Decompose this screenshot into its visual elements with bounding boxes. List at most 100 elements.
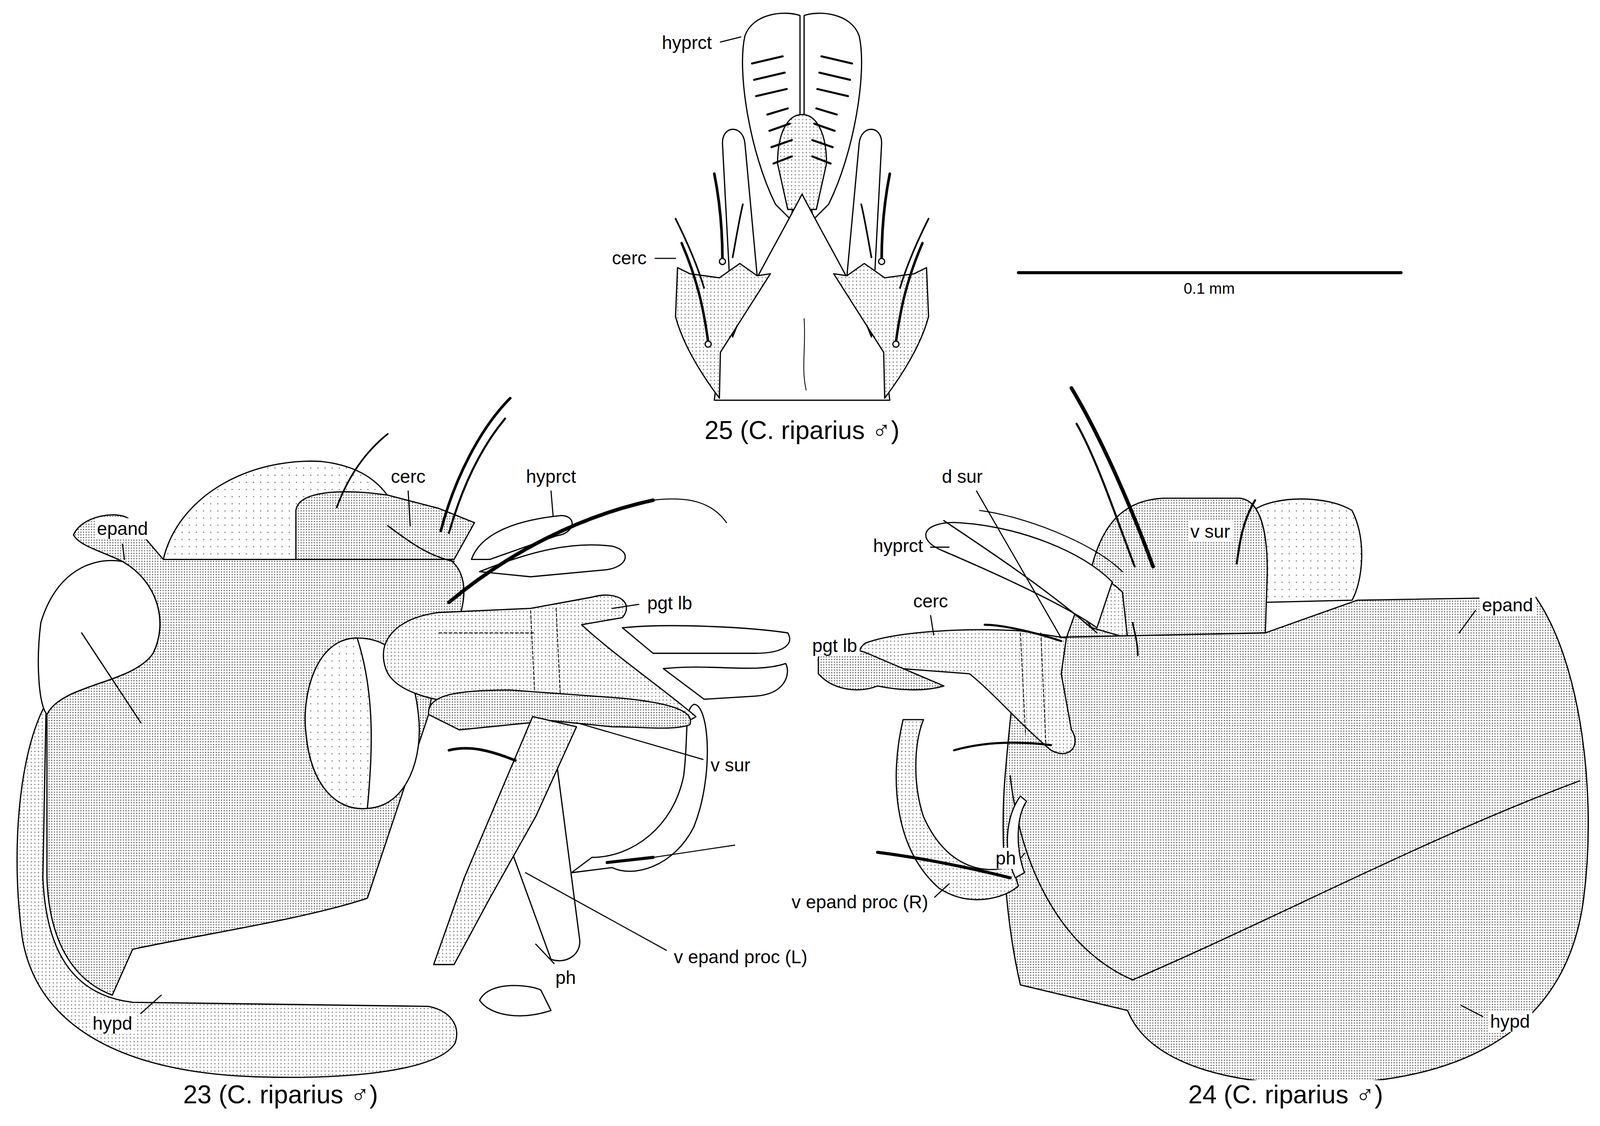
cercus — [675, 263, 771, 399]
part-label: hyprct — [870, 535, 926, 557]
window-line — [81, 632, 141, 723]
cercus — [295, 491, 475, 560]
part-label: cerc — [609, 247, 649, 269]
comb-bristles — [812, 56, 853, 164]
seta — [954, 742, 1052, 751]
part-label: pgt lb — [644, 592, 695, 614]
seta — [653, 844, 735, 858]
seta-socket — [892, 341, 899, 348]
part-label: hypd — [1487, 1010, 1533, 1033]
seta — [387, 525, 455, 562]
part-label: pgt lb — [809, 635, 860, 657]
part-label: ph — [993, 847, 1019, 869]
seta-socket — [878, 258, 885, 265]
scale-bar — [1018, 271, 1401, 275]
inner-window-shade — [305, 638, 372, 809]
dorsal-bulge — [1252, 499, 1362, 603]
inner-frame — [1010, 775, 1133, 980]
leader-line — [525, 872, 667, 951]
seta-socket — [719, 258, 726, 265]
dashed-outline — [1020, 632, 1046, 746]
leader-line — [930, 615, 934, 636]
leader-line — [576, 722, 704, 760]
leader-line — [612, 604, 639, 609]
part-label: cerc — [911, 590, 951, 612]
part-label: d sur — [939, 466, 985, 488]
seta — [714, 173, 723, 261]
hypoproct-edge — [979, 510, 1123, 572]
seta — [732, 204, 744, 258]
seta — [943, 520, 1097, 633]
seta — [1236, 500, 1255, 564]
part-label: v sur — [1188, 520, 1233, 543]
leader-line — [408, 491, 411, 526]
part-label: epand — [1479, 594, 1536, 616]
leader-line — [140, 995, 162, 1014]
cercus-left — [675, 129, 771, 399]
part-label: epand — [94, 518, 151, 540]
leader-line — [720, 37, 741, 43]
part-label: v epand proc (R) — [789, 891, 931, 913]
figure-25 — [675, 13, 929, 400]
epandrium-hypandrium — [1003, 597, 1589, 1084]
seta — [1132, 622, 1138, 656]
cercus — [833, 263, 929, 399]
leader-line — [122, 544, 125, 560]
seta — [899, 218, 929, 288]
lateral-window — [38, 560, 160, 715]
ventral-epandrial-process — [433, 716, 577, 965]
seta — [336, 433, 388, 508]
seta — [681, 243, 709, 343]
tergite-sternite-suture — [1132, 780, 1580, 980]
seta — [861, 204, 872, 258]
seta — [877, 852, 1011, 878]
figure-23 — [17, 398, 790, 1078]
leader-line — [1459, 610, 1476, 633]
seta — [1071, 388, 1154, 567]
seta — [448, 500, 654, 603]
leader-line — [934, 883, 949, 898]
hypoproct-lobe — [663, 663, 788, 700]
seta — [653, 499, 727, 523]
phallus-tip — [479, 985, 551, 1016]
seta — [448, 418, 506, 533]
gonocoxal-lobe — [859, 629, 1076, 754]
hypoproct-lobe — [622, 625, 790, 654]
part-label: v sur — [708, 754, 753, 776]
hypoproct-lobe — [479, 544, 626, 577]
seta — [895, 243, 923, 343]
seta — [448, 748, 516, 761]
hypoproct-lobe — [925, 522, 1113, 628]
part-label: v epand proc (L) — [671, 946, 810, 968]
leader-line — [550, 491, 553, 516]
leader-line — [930, 546, 949, 548]
part-label: hyprct — [523, 466, 579, 488]
part-label: ph — [553, 967, 579, 989]
part-label: hypd — [89, 1012, 135, 1035]
seta — [675, 218, 705, 288]
midline — [803, 318, 806, 390]
scale-label: 0.1 mm — [1181, 279, 1238, 298]
leader-line — [655, 257, 676, 260]
seta — [984, 624, 1062, 642]
leader-lines — [122, 37, 1483, 1017]
leader-line — [1021, 853, 1025, 858]
seta — [881, 173, 890, 261]
figure-caption: 23 (C. riparius ♂) — [180, 1080, 381, 1110]
comb-bristles — [752, 56, 793, 164]
figure-caption: 24 (C. riparius ♂) — [1185, 1080, 1386, 1110]
cercus-right — [833, 129, 929, 399]
phallapodeme-loop — [571, 704, 708, 873]
part-label: cerc — [388, 466, 428, 488]
figure-24 — [818, 388, 1589, 1085]
leader-line — [976, 491, 1062, 639]
figure-caption: 25 (C. riparius ♂) — [702, 415, 902, 446]
seta — [1076, 423, 1135, 567]
seta — [606, 857, 653, 863]
part-label: hyprct — [659, 32, 715, 54]
cercus-pair — [675, 129, 929, 399]
leader-line — [535, 944, 555, 964]
ventral-epandrial-process — [896, 719, 1019, 900]
seta-socket — [705, 341, 712, 348]
